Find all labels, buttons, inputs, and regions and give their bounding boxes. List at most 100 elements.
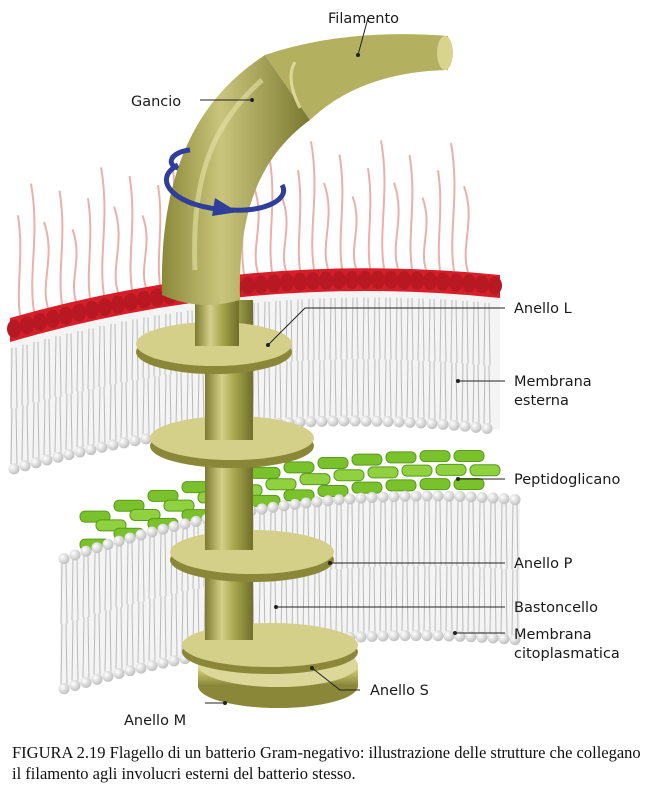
- lipid-head: [322, 495, 334, 507]
- label-peptidoglicano: Peptidoglicano: [514, 472, 620, 488]
- lipid-head: [487, 632, 499, 644]
- lipid-head: [58, 553, 70, 565]
- lipid-head: [404, 416, 416, 428]
- lipid-head: [124, 532, 136, 544]
- inner-ring: [150, 416, 314, 468]
- lipid-head: [476, 491, 488, 503]
- lipid-head: [80, 545, 92, 557]
- lipid-head: [80, 676, 92, 688]
- lipid-head: [135, 529, 147, 541]
- lipid-head: [91, 542, 103, 554]
- lipid-head: [102, 670, 114, 682]
- lipid-head: [410, 630, 422, 642]
- lipid-head: [85, 444, 97, 456]
- lipid-head: [102, 538, 114, 550]
- lipid-head: [113, 535, 125, 547]
- lipid-head: [107, 439, 119, 451]
- lipid-head: [8, 463, 20, 475]
- lipid-head: [360, 415, 372, 427]
- lipid-head: [509, 634, 521, 646]
- lipid-head: [448, 419, 460, 431]
- lipid-head: [333, 494, 345, 506]
- lipid-head: [432, 490, 444, 502]
- lipid-head: [366, 491, 378, 503]
- leader-lines: [200, 17, 505, 705]
- lipid-head: [63, 449, 75, 461]
- lipid-head: [256, 503, 268, 515]
- lipid-head: [454, 490, 466, 502]
- lipid-head: [454, 630, 466, 642]
- lipid-head: [19, 460, 31, 472]
- label-gancio: Gancio: [131, 94, 181, 110]
- lipid-head: [371, 415, 383, 427]
- figure-caption: FIGURA 2.19 Flagello di un batterio Gram…: [12, 743, 641, 783]
- label-filamento: Filamento: [328, 11, 399, 27]
- lipid-head: [388, 630, 400, 642]
- lipid-head: [426, 418, 438, 430]
- lipid-head: [509, 494, 521, 506]
- lipid-head: [30, 457, 42, 469]
- lipid-head: [300, 497, 312, 509]
- lipid-head: [355, 492, 367, 504]
- lipid-head: [113, 668, 125, 680]
- lipid-head: [481, 422, 493, 434]
- lipid-head: [327, 415, 339, 427]
- lipid-head: [316, 415, 328, 427]
- label-anello-p: Anello P: [514, 556, 573, 572]
- lipid-head: [168, 655, 180, 667]
- lipid-head: [69, 680, 81, 692]
- lipid-head: [459, 420, 471, 432]
- filament: [265, 34, 448, 120]
- lipid-head: [338, 415, 350, 427]
- lipid-head: [437, 418, 449, 430]
- lipid-head: [41, 454, 53, 466]
- lipid-head: [399, 630, 411, 642]
- lipid-head: [366, 630, 378, 642]
- lipid-head: [278, 500, 290, 512]
- peptidoglycan-layer: [79, 449, 501, 551]
- lipid-head: [289, 498, 301, 510]
- lipid-head: [168, 520, 180, 532]
- lipid-head: [124, 665, 136, 677]
- label-bastoncello: Bastoncello: [514, 600, 598, 616]
- lipid-head: [388, 491, 400, 503]
- lipid-head: [355, 631, 367, 643]
- lipid-head: [421, 630, 433, 642]
- lipid-head: [146, 660, 158, 672]
- lipid-head: [118, 437, 130, 449]
- lipid-head: [96, 441, 108, 453]
- lipid-head: [305, 416, 317, 428]
- lipid-head: [157, 657, 169, 669]
- lipid-head: [135, 662, 147, 674]
- label-membrana-esterna: Membrana: [514, 374, 592, 390]
- flagellum-basal-body: [136, 298, 358, 708]
- lipid-head: [377, 630, 389, 642]
- lipid-head: [432, 630, 444, 642]
- lipid-head: [311, 496, 323, 508]
- lipid-head: [69, 549, 81, 561]
- lipid-head: [74, 446, 86, 458]
- lipid-head: [377, 491, 389, 503]
- lipid-head: [58, 683, 70, 695]
- lipid-head: [267, 501, 279, 513]
- lipid-head: [465, 491, 477, 503]
- lipid-head: [393, 416, 405, 428]
- label-membrana-esterna-2: esterna: [514, 393, 569, 409]
- lipid-head: [421, 490, 433, 502]
- lipid-head: [470, 421, 482, 433]
- lipid-head: [91, 673, 103, 685]
- rotation-arrow: [164, 147, 287, 216]
- lipid-head: [465, 631, 477, 643]
- lipid-head: [344, 493, 356, 505]
- lipid-head: [443, 630, 455, 642]
- lipid-head: [129, 435, 141, 447]
- lipid-head: [410, 490, 422, 502]
- label-anello-m: Anello M: [124, 713, 186, 729]
- lipid-head: [52, 451, 64, 463]
- lipid-head: [146, 526, 158, 538]
- lipid-head: [487, 492, 499, 504]
- lipid-head: [476, 631, 488, 643]
- flagellum-diagram: Filamento Gancio Anello L Membrana ester…: [7, 11, 620, 729]
- lipid-head: [382, 416, 394, 428]
- lipid-head: [140, 433, 152, 445]
